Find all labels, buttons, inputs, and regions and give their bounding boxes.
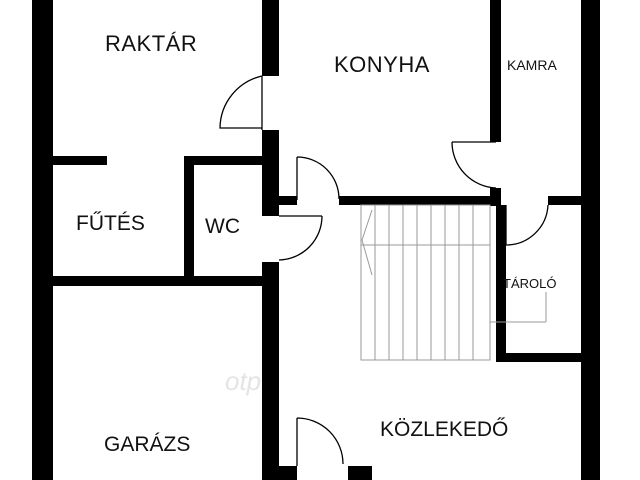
room-label-kozlekedo: KÖZLEKEDŐ bbox=[380, 418, 508, 441]
stair-outline bbox=[360, 204, 491, 361]
wall-konyha-south bbox=[339, 196, 501, 205]
stair-direction-arrow bbox=[361, 209, 373, 276]
door-tarolo bbox=[505, 204, 549, 246]
doors bbox=[219, 75, 549, 466]
wall-wc-east-stub bbox=[262, 207, 279, 216]
door-konyha bbox=[296, 156, 340, 200]
wall-bottom-left bbox=[279, 466, 297, 480]
walls bbox=[32, 0, 600, 480]
wall-outer-right bbox=[581, 0, 600, 480]
wall-futes-wc bbox=[184, 156, 194, 280]
staircase bbox=[360, 204, 547, 361]
room-label-kamra: KAMRA bbox=[507, 57, 557, 73]
wall-bottom-right bbox=[348, 466, 372, 480]
room-label-garazs: GARÁZS bbox=[104, 433, 190, 456]
wall-outer-left bbox=[32, 0, 53, 480]
door-wc bbox=[278, 215, 323, 261]
wall-central-lower bbox=[262, 262, 279, 480]
wall-garazs-north bbox=[53, 276, 262, 286]
wall-konyha-kamra bbox=[490, 0, 501, 142]
wall-tarolo-south bbox=[496, 353, 581, 362]
wall-tarolo-west bbox=[496, 205, 506, 360]
room-label-raktar: RAKTÁR bbox=[105, 31, 197, 56]
room-label-tarolo: TÁROLÓ bbox=[503, 276, 556, 291]
room-label-wc: WC bbox=[205, 215, 240, 238]
wall-central-mid bbox=[262, 130, 279, 214]
wall-konyha-south-stub bbox=[279, 196, 297, 205]
wall-raktar-south-left bbox=[53, 156, 107, 165]
watermark: otp bbox=[225, 366, 261, 396]
wall-raktar-south-right bbox=[186, 156, 262, 165]
door-kamra bbox=[451, 141, 497, 189]
wall-kamra-south bbox=[548, 196, 581, 205]
door-raktar bbox=[219, 75, 263, 130]
wall-central-upper bbox=[262, 0, 279, 76]
room-label-futes: FŰTÉS bbox=[76, 212, 145, 235]
door-entrance bbox=[296, 417, 344, 466]
room-label-konyha: KONYHA bbox=[334, 52, 430, 77]
